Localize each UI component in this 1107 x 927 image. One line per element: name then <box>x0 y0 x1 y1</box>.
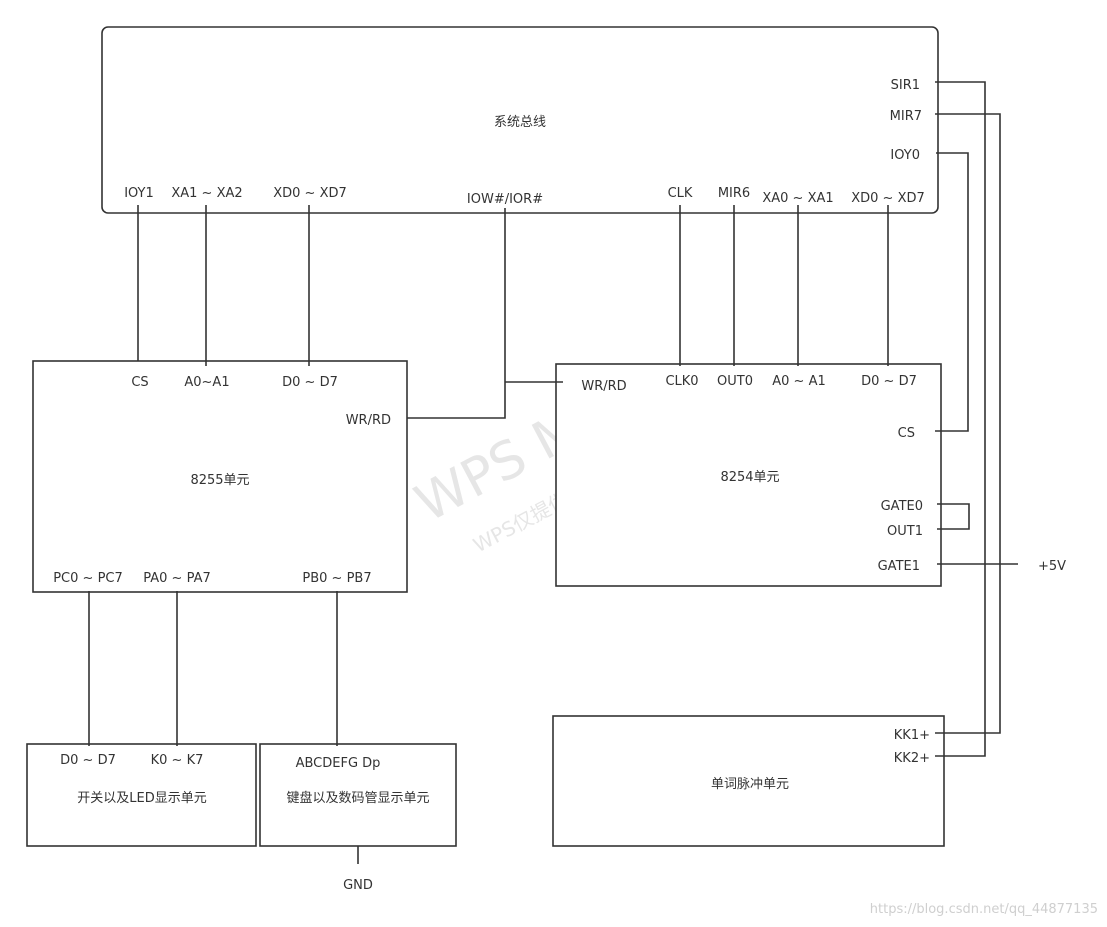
u8254-pin-clk0: CLK0 <box>665 374 698 389</box>
u8254-pin-cs: CS <box>898 426 915 441</box>
bus-pin-xd0-xd7-left: XD0 ~ XD7 <box>273 186 347 201</box>
bus-pin-ioy0: IOY0 <box>890 148 920 163</box>
source-credit: https://blog.csdn.net/qq_44877135 <box>870 902 1098 917</box>
u8254-pin-out1: OUT1 <box>887 524 923 539</box>
pulse-unit-box <box>552 715 945 847</box>
u8254-pin-d0-d7: D0 ~ D7 <box>861 374 917 389</box>
u8255-pin-cs: CS <box>131 375 148 390</box>
system-bus-box <box>101 26 939 214</box>
u8254-pin-wr-rd: WR/RD <box>581 379 626 394</box>
wire-sir1-kk2 <box>935 81 986 757</box>
bus-pin-ioy1: IOY1 <box>124 186 154 201</box>
bus-pin-mir6: MIR6 <box>718 186 750 201</box>
unit-8254-title: 8254单元 <box>720 470 779 485</box>
unit-8255-box <box>32 360 408 593</box>
unit-8255-title: 8255单元 <box>190 473 249 488</box>
pulse-unit-title: 单词脉冲单元 <box>711 777 789 792</box>
bus-pin-iow-ior: IOW#/IOR# <box>467 192 543 207</box>
system-bus-title: 系统总线 <box>494 115 546 130</box>
u8255-pin-pb: PB0 ~ PB7 <box>302 571 371 586</box>
u8254-pin-out0: OUT0 <box>717 374 753 389</box>
wire-mir7-kk1 <box>935 113 1001 734</box>
led-pin-k0-k7: K0 ~ K7 <box>151 753 204 768</box>
bus-pin-xd0-xd7-right: XD0 ~ XD7 <box>851 191 925 206</box>
led-pin-d0-d7: D0 ~ D7 <box>60 753 116 768</box>
pulse-pin-kk1: KK1+ <box>894 728 930 743</box>
led-unit-title: 开关以及LED显示单元 <box>77 791 206 806</box>
bus-pin-clk: CLK <box>668 186 693 201</box>
bus-pin-sir1: SIR1 <box>891 78 920 93</box>
led-unit-box <box>26 743 257 847</box>
wire-iow-8255 <box>407 208 506 419</box>
supply-5v-label: +5V <box>1038 559 1066 574</box>
u8254-pin-gate1: GATE1 <box>878 559 920 574</box>
bus-pin-xa0-xa1: XA0 ~ XA1 <box>762 191 833 206</box>
wires <box>88 81 1018 864</box>
u8255-pin-pc: PC0 ~ PC7 <box>53 571 123 586</box>
u8255-pin-wr-rd: WR/RD <box>346 413 391 428</box>
u8255-pin-d0-d7: D0 ~ D7 <box>282 375 338 390</box>
bus-pin-xa1-xa2: XA1 ~ XA2 <box>171 186 242 201</box>
keyboard-pin-segments: ABCDEFG Dp <box>296 756 381 771</box>
u8255-pin-pa: PA0 ~ PA7 <box>143 571 211 586</box>
pulse-pin-kk2: KK2+ <box>894 751 930 766</box>
u8254-pin-gate0: GATE0 <box>881 499 923 514</box>
unit-8254-box <box>555 363 942 587</box>
gnd-label: GND <box>343 878 373 893</box>
u8255-pin-a0-a1: A0~A1 <box>184 375 229 390</box>
bus-pin-mir7: MIR7 <box>890 109 922 124</box>
wire-gate0-out1 <box>937 503 970 530</box>
u8254-pin-a0-a1: A0 ~ A1 <box>772 374 826 389</box>
keyboard-unit-title: 键盘以及数码管显示单元 <box>286 790 429 806</box>
wire-ioy0-cs <box>935 152 969 432</box>
